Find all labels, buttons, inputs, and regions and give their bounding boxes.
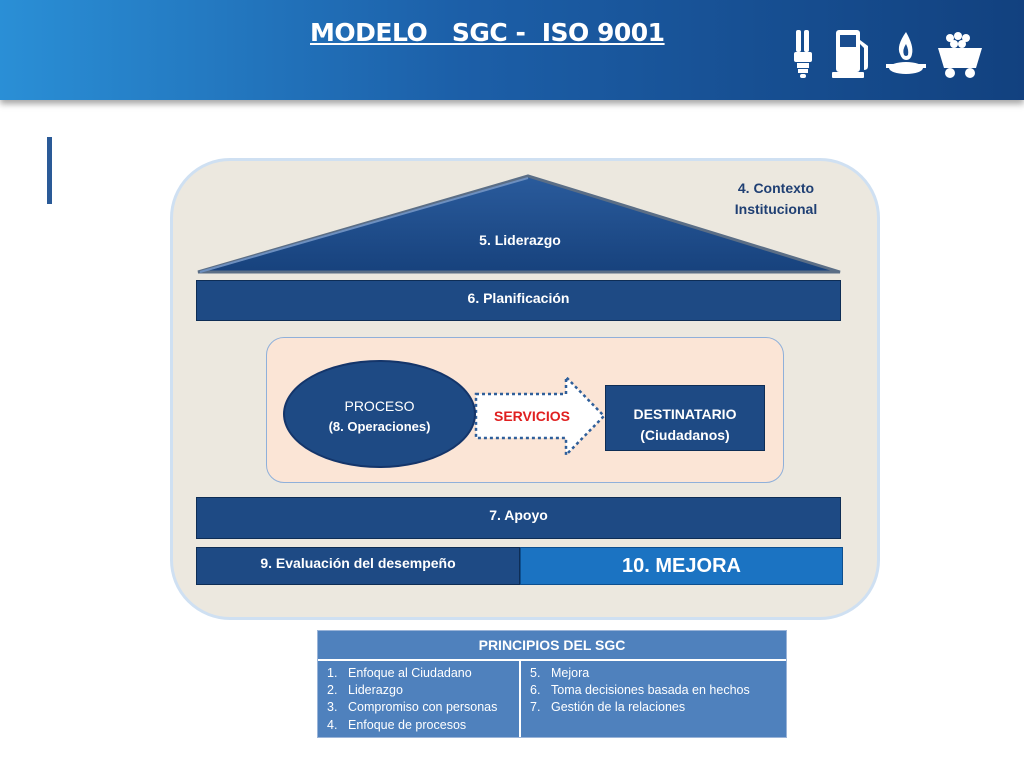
process-ellipse: PROCESO (8. Operaciones) xyxy=(283,360,476,468)
principles-column-left: 1.Enfoque al Ciudadano 2.Liderazgo 3.Com… xyxy=(318,661,521,737)
header-banner: MODELO SGC - ISO 9001 xyxy=(0,0,1024,100)
principle-item: 5.Mejora xyxy=(530,666,590,680)
planning-bar: 6. Planificación xyxy=(196,280,841,321)
principle-item: 4.Enfoque de procesos xyxy=(327,717,467,732)
principles-table-header: PRINCIPIOS DEL SGC xyxy=(318,631,786,660)
principle-item: 3.Compromiso con personas xyxy=(327,700,498,715)
accent-bar xyxy=(47,137,52,204)
context-label-line1: 4. Contexto xyxy=(737,180,815,196)
improvement-bar: 10. MEJORA xyxy=(520,547,843,585)
recipient-box: DESTINATARIO (Ciudadanos) xyxy=(605,385,765,451)
recipient-subtitle: (Ciudadanos) xyxy=(640,427,730,443)
page-title: MODELO SGC - ISO 9001 xyxy=(310,18,665,47)
services-label: SERVICIOS xyxy=(494,408,570,424)
recipient-title: DESTINATARIO xyxy=(633,406,737,422)
mining-cart-icon xyxy=(938,32,982,78)
process-title: PROCESO xyxy=(344,398,415,414)
principles-column-right: 5.Mejora 6.Toma decisiones basada en hec… xyxy=(521,661,786,737)
evaluation-bar: 9. Evaluación del desempeño xyxy=(196,547,520,585)
process-subtitle: (8. Operaciones) xyxy=(328,419,431,434)
fuel-pump-icon xyxy=(832,30,868,78)
principle-item: 2.Liderazgo xyxy=(327,683,403,698)
principles-table: PRINCIPIOS DEL SGC 1.Enfoque al Ciudadan… xyxy=(317,630,787,738)
roof-label: 5. Liderazgo xyxy=(479,232,561,248)
principle-item: 6.Toma decisiones basada en hechos xyxy=(530,683,750,698)
gas-flame-icon xyxy=(886,32,926,74)
context-label: 4. Contexto Institucional xyxy=(716,178,836,220)
leadership-roof xyxy=(197,174,841,274)
principle-item: 7.Gestión de la relaciones xyxy=(530,700,686,715)
light-bulb-icon xyxy=(794,30,812,78)
support-bar: 7. Apoyo xyxy=(196,497,841,539)
principle-item: 1.Enfoque al Ciudadano xyxy=(327,666,472,680)
header-icons xyxy=(794,30,982,78)
services-arrow xyxy=(474,374,606,458)
context-label-line2: Institucional xyxy=(734,201,818,217)
